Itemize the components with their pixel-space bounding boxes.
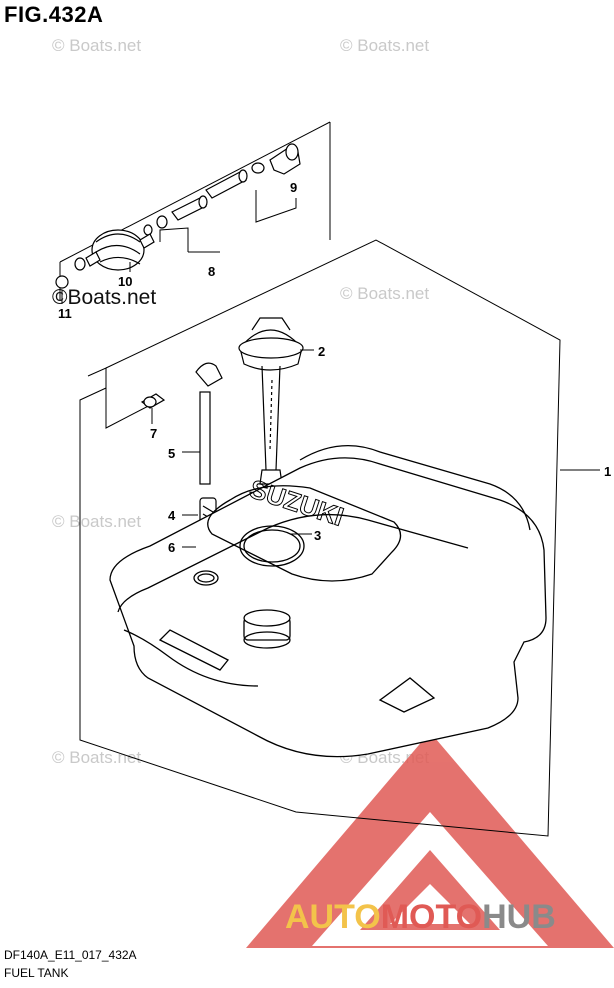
callout-9: 9 [290,180,297,195]
watermark: © Boats.net [52,36,142,55]
clip-part [55,275,69,289]
brand-logo-triangle [246,732,614,948]
brand-part-hub: HUB [482,898,556,936]
diagram-code: DF140A_E11_017_432A [4,948,137,962]
clip-part [143,224,153,236]
watermark: © Boats.net [340,284,430,303]
leader-lines [61,190,297,304]
callout-4: 4 [168,508,176,523]
callout-labels: 1 2 3 4 5 6 7 8 9 10 11 [58,180,611,555]
diagram-caption: FUEL TANK [4,966,69,980]
brand-part-auto: AUTO [285,898,381,936]
figure-title: FIG.432A [4,2,104,27]
callout-10: 10 [118,274,132,289]
suction-pipe-part [195,362,223,485]
brand-wordmark: AUTOMOTOHUB [285,898,556,937]
callout-8: 8 [208,264,215,279]
brand-part-moto: MOTO [380,898,483,936]
leader-lines [151,349,314,548]
watermark: © Boats.net [52,512,142,531]
callout-7: 7 [150,426,157,441]
callout-3: 3 [314,528,321,543]
fuel-tank-part: SUZUKI [109,444,547,758]
hose-assembly [55,143,301,289]
callout-1: 1 [604,464,611,479]
hose-part [171,169,248,221]
clip-part [156,215,168,229]
connector-end-part [251,143,301,175]
connector-part [140,393,166,409]
callout-11: 11 [58,306,72,321]
fuel-gauge-part [238,317,304,485]
watermark-dark: ©Boats.net [52,286,157,309]
callout-6: 6 [168,540,175,555]
watermark: © Boats.net [340,36,430,55]
primer-bulb-part [74,229,155,271]
callout-5: 5 [168,446,175,461]
callout-2: 2 [318,344,325,359]
